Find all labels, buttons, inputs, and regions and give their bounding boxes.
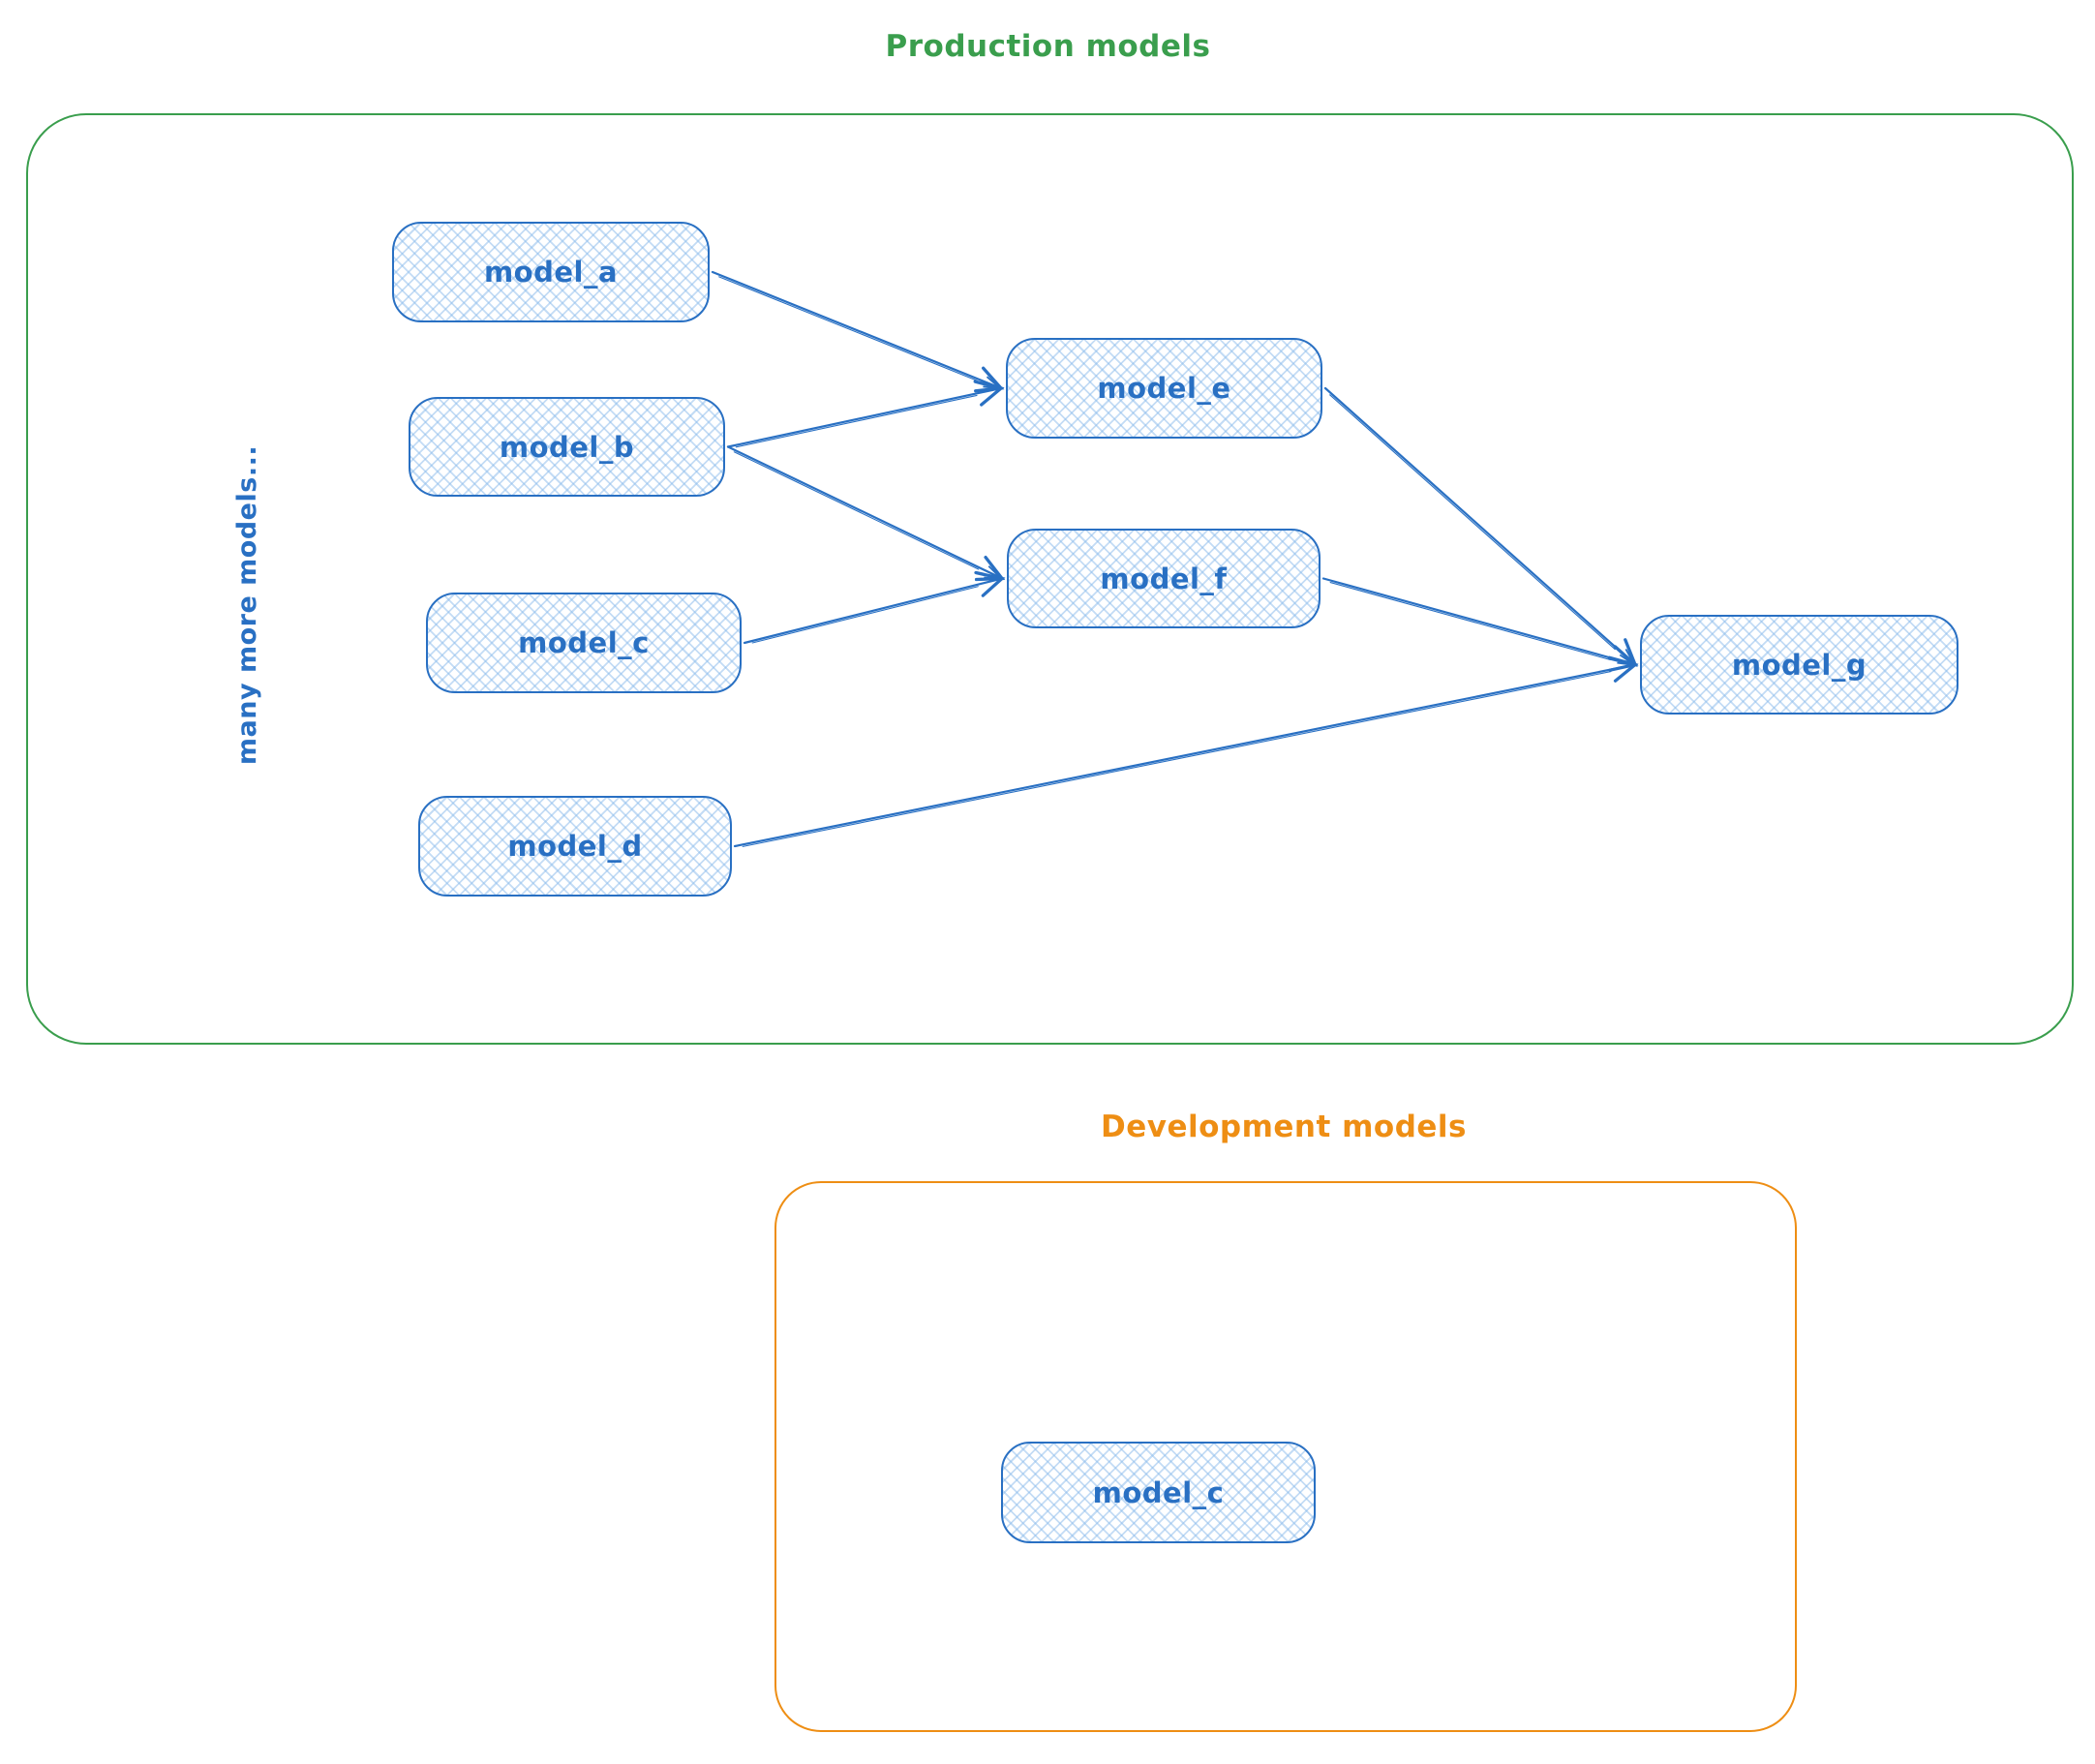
node-model-d-label: model_d (507, 830, 643, 863)
node-model-f: model_f (1007, 529, 1321, 628)
node-model-e: model_e (1006, 338, 1322, 439)
node-model-c: model_c (426, 593, 742, 693)
node-model-c-development: model_c (1001, 1442, 1316, 1543)
node-model-c-label: model_c (518, 626, 650, 659)
node-model-d: model_d (418, 796, 732, 897)
node-model-g-label: model_g (1731, 648, 1867, 682)
node-model-e-label: model_e (1097, 372, 1231, 405)
development-title: Development models (1100, 1110, 1467, 1144)
node-model-b-label: model_b (499, 430, 635, 464)
development-container: model_c (774, 1181, 1797, 1732)
node-model-c-development-label: model_c (1092, 1475, 1225, 1509)
node-model-f-label: model_f (1100, 562, 1228, 595)
node-model-a: model_a (392, 222, 710, 322)
production-container: many more models... model_a model_b mode… (26, 113, 2074, 1045)
node-model-b: model_b (409, 397, 725, 497)
node-model-a-label: model_a (483, 256, 619, 289)
many-more-models-note: many more models... (231, 444, 262, 766)
node-model-g: model_g (1640, 615, 1958, 715)
production-title: Production models (885, 29, 1211, 64)
